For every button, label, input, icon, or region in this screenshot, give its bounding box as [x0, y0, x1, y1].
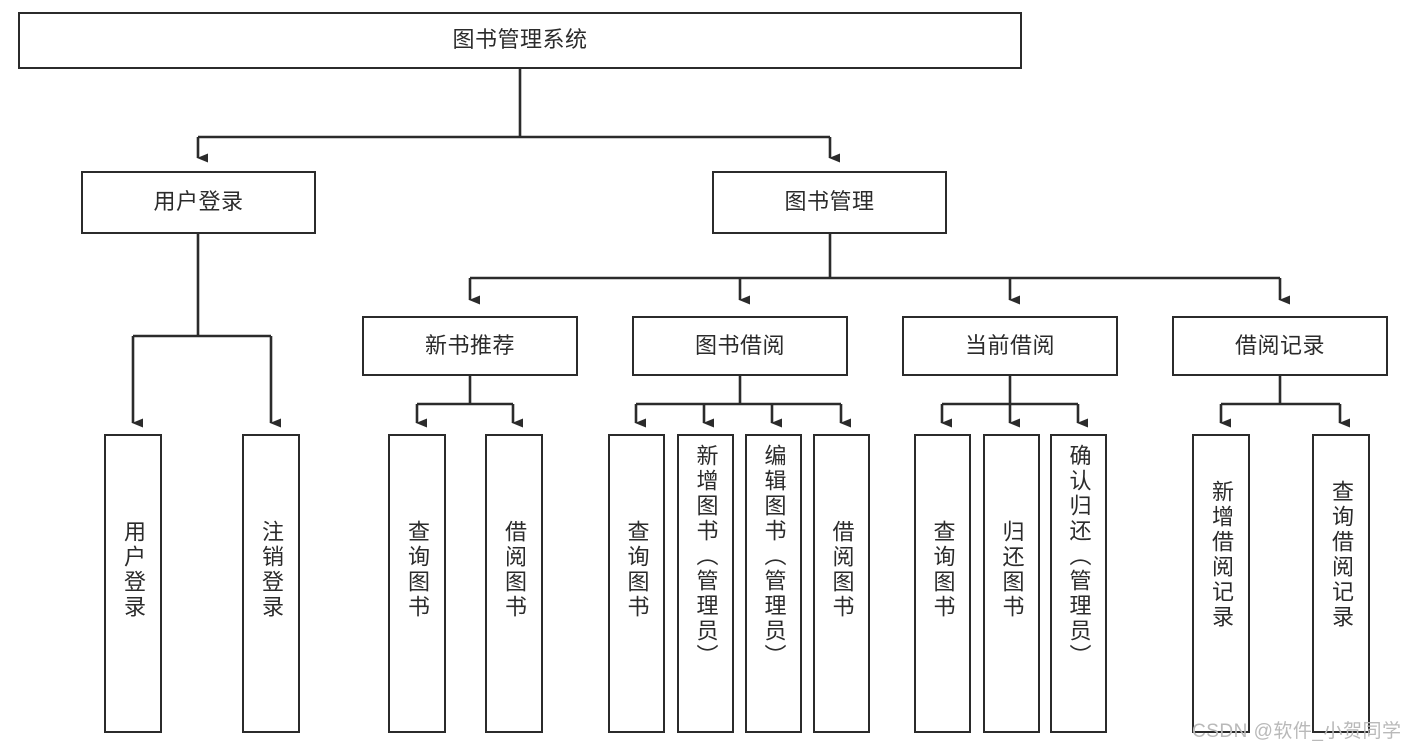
node-label: 图书管理	[784, 189, 875, 215]
node-new-book-recommend[interactable]: 新书推荐	[362, 316, 578, 376]
node-leaf-confirm-return-admin[interactable]: 确认归还（管理员）	[1050, 434, 1107, 733]
node-leaf-return-book[interactable]: 归还图书	[983, 434, 1040, 733]
node-label: 用户登录	[153, 189, 244, 215]
node-label: 归还图书	[999, 520, 1025, 620]
node-leaf-logout[interactable]: 注销登录	[242, 434, 300, 733]
node-book-management[interactable]: 图书管理	[712, 171, 947, 234]
node-leaf-query-book-borrow[interactable]: 查询图书	[608, 434, 665, 733]
node-label: 新增借阅记录	[1209, 480, 1234, 630]
node-leaf-edit-book-admin[interactable]: 编辑图书（管理员）	[745, 434, 802, 733]
node-label: 确认归还（管理员）	[1066, 444, 1092, 669]
node-label: 借阅图书	[829, 520, 855, 620]
node-leaf-query-book-newbook[interactable]: 查询图书	[388, 434, 446, 733]
node-user-login[interactable]: 用户登录	[81, 171, 316, 234]
node-leaf-query-borrow-record[interactable]: 查询借阅记录	[1312, 434, 1370, 733]
node-label: 注销登录	[259, 520, 284, 620]
node-label: 图书借阅	[694, 332, 785, 358]
node-current-borrow[interactable]: 当前借阅	[902, 316, 1118, 376]
node-label: 借阅记录	[1234, 332, 1325, 358]
node-label: 查询图书	[405, 520, 430, 620]
node-label: 新书推荐	[424, 332, 515, 358]
node-book-borrow[interactable]: 图书借阅	[632, 316, 848, 376]
node-leaf-user-login[interactable]: 用户登录	[104, 434, 162, 733]
node-label: 用户登录	[121, 520, 146, 620]
node-label: 当前借阅	[964, 332, 1055, 358]
node-leaf-borrow-book-newbook[interactable]: 借阅图书	[485, 434, 543, 733]
node-leaf-query-book-current[interactable]: 查询图书	[914, 434, 971, 733]
node-label: 新增图书（管理员）	[693, 444, 719, 669]
node-leaf-add-book-admin[interactable]: 新增图书（管理员）	[677, 434, 734, 733]
node-label: 图书管理系统	[452, 27, 588, 53]
node-label: 借阅图书	[502, 520, 527, 620]
node-leaf-add-borrow-record[interactable]: 新增借阅记录	[1192, 434, 1250, 733]
node-leaf-borrow-book[interactable]: 借阅图书	[813, 434, 870, 733]
node-borrow-record[interactable]: 借阅记录	[1172, 316, 1388, 376]
node-label: 查询图书	[624, 520, 650, 620]
node-root-book-management-system[interactable]: 图书管理系统	[18, 12, 1022, 69]
csdn-watermark: CSDN @软件_小贺同学	[1192, 721, 1402, 742]
node-label: 查询图书	[930, 520, 956, 620]
node-label: 编辑图书（管理员）	[761, 444, 787, 669]
node-label: 查询借阅记录	[1329, 480, 1354, 630]
